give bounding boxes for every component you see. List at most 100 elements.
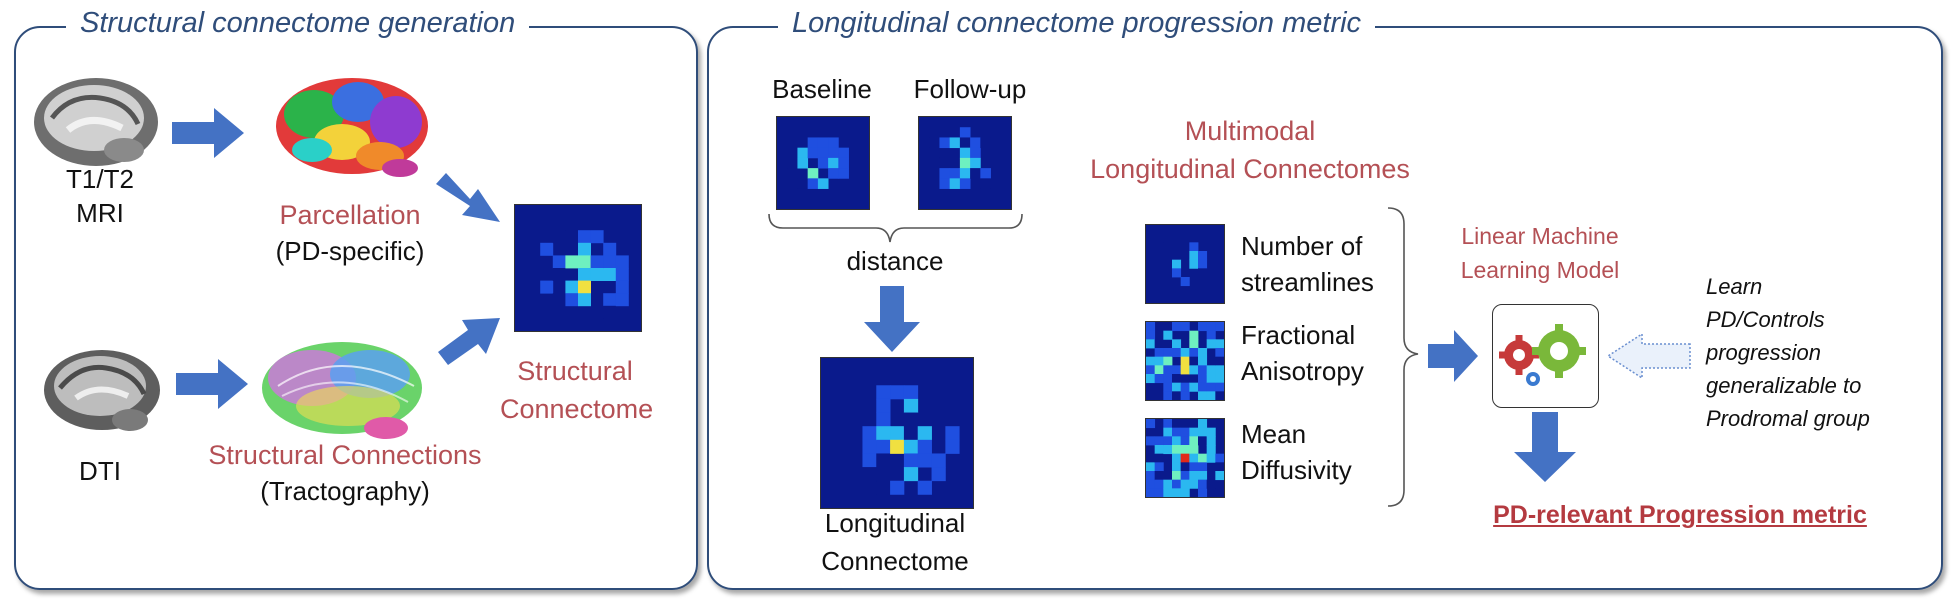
mri-to-parcellation-arrow — [172, 108, 244, 158]
matrix-cell — [565, 255, 579, 269]
matrix-cell — [876, 412, 891, 427]
matrix-cell — [890, 439, 905, 454]
matrix-cell — [939, 178, 951, 189]
matrix-cell — [929, 147, 940, 159]
matrix-cell — [1172, 322, 1182, 332]
distance-down-arrow — [864, 286, 920, 352]
matrix-cell — [1154, 436, 1164, 446]
matrix-cell — [1163, 488, 1173, 497]
followup-matrix — [918, 116, 1012, 210]
matrix-cell — [578, 268, 591, 281]
matrix-cell — [807, 168, 819, 179]
matrix-cell — [590, 230, 604, 244]
matrix-cell — [1206, 322, 1216, 332]
matrix-cell — [890, 480, 905, 495]
matrix-cell — [1180, 436, 1190, 446]
matrix-cell — [903, 398, 919, 413]
matrix-cell — [945, 439, 960, 454]
matrix-cell — [603, 268, 617, 281]
matrix-cell — [890, 426, 905, 441]
matrix-cell — [876, 439, 891, 454]
matrix-cell — [1172, 382, 1182, 392]
matrix-cell — [1189, 348, 1199, 358]
matrix-cell — [1180, 462, 1190, 472]
matrix-cell — [1172, 427, 1182, 437]
matrix-cell — [1189, 365, 1199, 375]
matrix-cell — [1198, 382, 1208, 392]
matrix-cell — [1206, 453, 1216, 463]
learn-text-line3: progression — [1706, 340, 1821, 365]
matrix-cell — [1180, 322, 1190, 332]
matrix-cell — [1189, 251, 1199, 261]
matrix-cell — [1198, 356, 1208, 366]
matrix-cell — [817, 157, 829, 169]
longitudinal-connectome-line2: Connectome — [821, 546, 969, 576]
matrix-cell — [1154, 339, 1164, 349]
matrix-cell — [1180, 382, 1190, 392]
matrix-cell — [949, 168, 961, 179]
matrix-cell — [817, 178, 829, 189]
matrix-cell — [903, 453, 919, 468]
matrix-cell — [807, 178, 819, 189]
matrix-cell — [1198, 479, 1208, 489]
matrix-cell — [939, 137, 951, 149]
matrix-cell — [578, 230, 591, 244]
matrix-cell — [797, 188, 809, 200]
matrix-cell — [1163, 427, 1173, 437]
matrix-cell — [828, 168, 839, 179]
matrix-cell — [1172, 268, 1182, 278]
matrix-cell — [1146, 339, 1156, 349]
matrix-cell — [565, 280, 579, 294]
matrix-cell — [1163, 330, 1173, 340]
matrix-cell — [862, 453, 877, 468]
matrix-cell — [1198, 268, 1208, 278]
matrix-cell — [959, 127, 971, 138]
matrix-cell — [1163, 436, 1173, 446]
matrix-cell — [1189, 471, 1199, 481]
matrix-cell — [1198, 348, 1208, 358]
matrix-cell — [903, 467, 919, 482]
matrix-cell — [1189, 462, 1199, 472]
matrix-cell — [1172, 479, 1182, 489]
matrix-cell — [1146, 462, 1156, 472]
matrix-cell — [1180, 365, 1190, 375]
matrix-cell — [1198, 251, 1208, 261]
matrix-cell — [903, 426, 919, 441]
matrix-cell — [1146, 356, 1156, 366]
baseline-label: Baseline — [772, 74, 872, 104]
distance-label: distance — [846, 246, 944, 276]
multimodal-label-line2: Longitudinal Connectomes — [1090, 154, 1410, 184]
matrix-cell — [1172, 488, 1182, 497]
matrix-cell — [1189, 242, 1199, 252]
streamlines-label-line2: streamlines — [1241, 267, 1374, 297]
matrix-cell — [1189, 445, 1199, 455]
longitudinal-connectome-matrix — [820, 357, 974, 509]
matrix-cell — [1215, 391, 1224, 400]
matrix-cell — [603, 293, 617, 307]
matrix-cell — [1189, 259, 1199, 269]
matrix-cell — [1198, 427, 1208, 437]
matrix-cell — [931, 467, 946, 482]
matrix-cell — [1180, 471, 1190, 481]
matrix-cell — [590, 255, 604, 269]
matrix-cell — [1172, 365, 1182, 375]
matrix-cell — [1189, 427, 1199, 437]
matrix-cell — [1180, 445, 1190, 455]
matrix-cell — [970, 147, 981, 159]
matrix-cell — [1189, 436, 1199, 446]
matrix-cell — [1163, 365, 1173, 375]
matrix-cell — [1172, 436, 1182, 446]
matrix-cell — [1163, 445, 1173, 455]
matrix-cell — [817, 137, 829, 149]
matrix-cell — [615, 293, 629, 307]
matrix-cell — [540, 242, 554, 256]
matrix-cell — [1163, 348, 1173, 358]
learn-to-model-arrow — [1606, 332, 1691, 380]
learn-text-line1: Learn — [1706, 274, 1763, 299]
fractional-anisotropy-matrix — [1145, 321, 1225, 401]
dti-label: DTI — [79, 456, 121, 486]
ml-model-box — [1492, 304, 1599, 408]
matrix-cell — [970, 168, 981, 179]
matrix-cell — [876, 385, 891, 400]
matrix-cell — [1206, 479, 1216, 489]
